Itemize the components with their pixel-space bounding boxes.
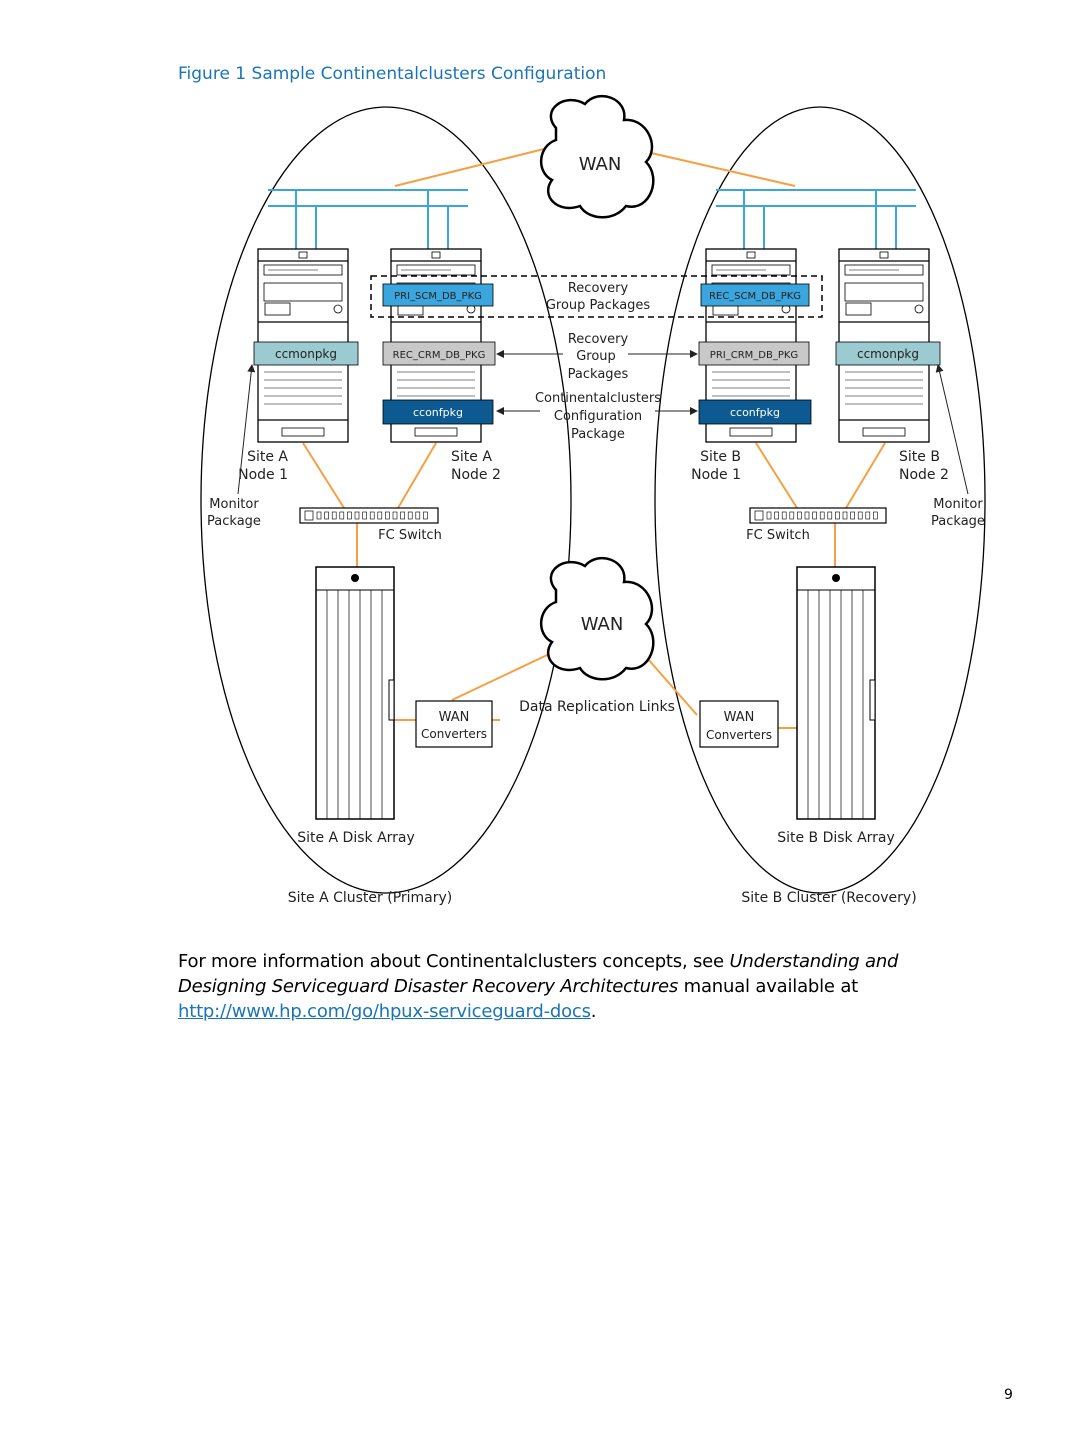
- site-b-node1-line2: Node 1: [691, 467, 741, 483]
- site-a-wan-converters: [415, 700, 493, 748]
- site-b-node2-line1: Site B: [899, 449, 940, 465]
- wan-cloud-bottom-label: WAN: [581, 614, 624, 635]
- pri-scm-package-box: [382, 283, 494, 307]
- site-b-cluster-ellipse: [654, 106, 986, 894]
- site-b-wan-converters: [699, 700, 779, 748]
- site-b-cconfpkg-label: cconfpkg: [730, 406, 780, 419]
- site-b-wan-converters-line2: Converters: [706, 728, 772, 742]
- site-b-fc-switch: [749, 507, 887, 524]
- config-package-label-line2: Configuration: [554, 409, 642, 424]
- site-b-monitor-line1: Monitor: [933, 497, 983, 512]
- site-a-wan-converters-line1: WAN: [439, 710, 470, 725]
- site-b-fc-switch-label: FC Switch: [746, 528, 810, 543]
- wan-cloud-top: WAN: [540, 94, 655, 219]
- site-a-disk-array: [315, 566, 395, 820]
- rec-crm-package-box: [382, 341, 496, 366]
- config-package-label-line3: Package: [571, 427, 625, 442]
- site-b-monitor-line2: Package: [931, 514, 985, 529]
- site-b-ccmonpkg-label: ccmonpkg: [857, 347, 919, 361]
- recovery-group-label-1-line1: Recovery: [568, 281, 629, 296]
- docs-link[interactable]: http://www.hp.com/go/hpux-serviceguard-d…: [178, 1001, 591, 1022]
- para-doc-title: Understanding and Designing Serviceguard…: [178, 951, 899, 997]
- site-a-node1-line2: Node 1: [238, 467, 288, 483]
- figure-title: Figure 1 Sample Continentalclusters Conf…: [178, 64, 607, 84]
- page-number: 9: [1004, 1387, 1013, 1403]
- info-paragraph: For more information about Continentalcl…: [178, 949, 978, 1024]
- recovery-group-label-2-line1: Recovery: [568, 332, 629, 347]
- rec-crm-package-label: REC_CRM_DB_PKG: [393, 350, 486, 361]
- wan-links: [302, 147, 886, 729]
- site-a-fc-switch-label: FC Switch: [378, 528, 442, 543]
- continentalclusters-diagram: WAN WAN PRI_SCM_DB_PKG REC_SCM_DB_PKG cc…: [200, 94, 986, 906]
- site-a-cluster-ellipse: [200, 106, 572, 894]
- site-b-disk-array-label: Site B Disk Array: [777, 830, 895, 846]
- pri-crm-package-box: [698, 341, 810, 366]
- wan-cloud-top-label: WAN: [579, 154, 622, 175]
- site-a-cluster-label: Site A Cluster (Primary): [288, 890, 453, 906]
- site-a-fc-switch: [299, 507, 439, 524]
- rec-scm-package-label: REC_SCM_DB_PKG: [709, 291, 801, 302]
- recovery-group-label-2-line2: Group: [576, 349, 616, 364]
- para-middle: manual available at: [678, 976, 859, 997]
- rec-scm-package-box: [700, 283, 810, 307]
- para-after: .: [590, 1001, 597, 1022]
- site-a-cconfpkg-box: [382, 399, 494, 425]
- config-package-label-line1: Continentalclusters: [535, 391, 661, 406]
- recovery-group-label-1-line2: Group Packages: [546, 298, 651, 313]
- site-a-monitor-line2: Package: [207, 514, 261, 529]
- pri-crm-package-label: PRI_CRM_DB_PKG: [710, 350, 798, 361]
- wan-cloud-bottom: WAN: [540, 556, 655, 681]
- para-before: For more information about Continentalcl…: [178, 951, 730, 972]
- recovery-group-label-2-line3: Packages: [568, 367, 629, 382]
- site-a-monitor-line1: Monitor: [209, 497, 259, 512]
- site-a-ccmonpkg-label: ccmonpkg: [275, 347, 337, 361]
- site-a-ccmonpkg-box: [253, 341, 359, 366]
- site-a-disk-array-label: Site A Disk Array: [297, 830, 415, 846]
- site-a-wan-converters-line2: Converters: [421, 727, 487, 741]
- recovery-group-dashed-box: [370, 275, 823, 318]
- arrows: [237, 350, 969, 495]
- site-b-cconfpkg-box: [698, 399, 812, 425]
- site-b-node1-line1: Site B: [700, 449, 741, 465]
- site-b-node2-line2: Node 2: [899, 467, 949, 483]
- data-replication-links-label: Data Replication Links: [519, 699, 675, 715]
- site-a-node1-line1: Site A: [247, 449, 288, 465]
- site-a-node2-line2: Node 2: [451, 467, 501, 483]
- site-a-node2-line1: Site A: [451, 449, 492, 465]
- site-b-wan-converters-line1: WAN: [724, 710, 755, 725]
- site-b-disk-array: [796, 566, 876, 820]
- site-b-ccmonpkg-box: [835, 341, 941, 366]
- site-a-cconfpkg-label: cconfpkg: [413, 406, 463, 419]
- pri-scm-package-label: PRI_SCM_DB_PKG: [394, 291, 482, 302]
- lan-network: [268, 189, 916, 249]
- site-b-cluster-label: Site B Cluster (Recovery): [741, 890, 916, 906]
